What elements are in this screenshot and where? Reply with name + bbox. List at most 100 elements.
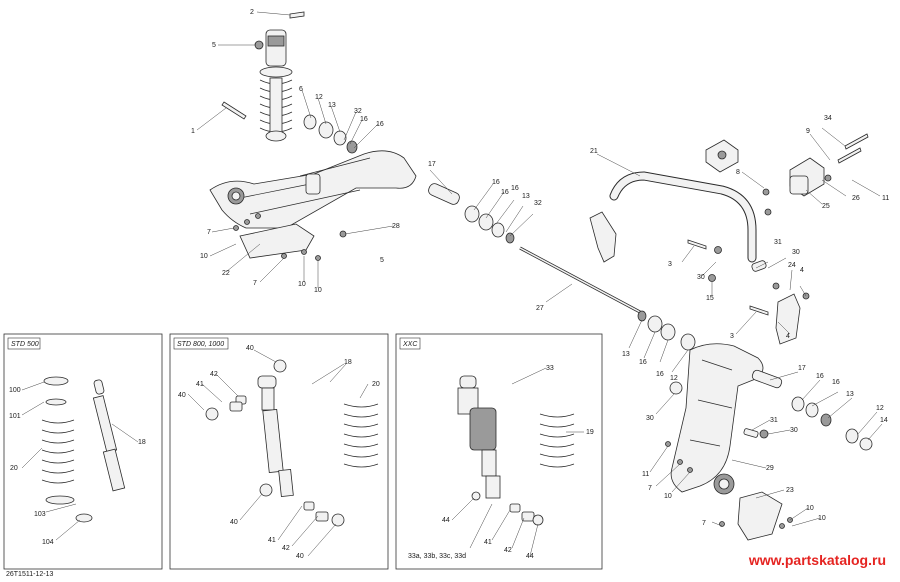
callout-40: 40 [246, 345, 254, 352]
callout-3: 3 [668, 261, 672, 268]
callout-31: 31 [770, 417, 778, 424]
callout-33: 33 [546, 365, 554, 372]
std800-bushings [205, 359, 345, 527]
callout-18: 18 [138, 439, 146, 446]
callout-5: 5 [380, 257, 384, 264]
callout-40: 40 [230, 519, 238, 526]
callout-22: 22 [222, 270, 230, 277]
callout-24: 24 [788, 262, 796, 269]
right-a-arm [670, 343, 764, 495]
callout-30: 30 [792, 249, 800, 256]
callout-10: 10 [818, 515, 826, 522]
callout-42: 42 [282, 545, 290, 552]
callout-12: 12 [876, 405, 884, 412]
callout-16: 16 [492, 179, 500, 186]
callout-32: 32 [354, 108, 362, 115]
detail-box-std800 [169, 333, 389, 570]
detail-box-std500 [3, 333, 163, 570]
callout-10: 10 [664, 493, 672, 500]
callout-16: 16 [501, 189, 509, 196]
callout-40: 40 [178, 392, 186, 399]
callout-28: 28 [392, 223, 400, 230]
detail-box-xxc [395, 333, 603, 570]
callout-16: 16 [639, 359, 647, 366]
callout-13: 13 [846, 391, 854, 398]
skid-plate-left [239, 223, 315, 259]
callout-30: 30 [790, 427, 798, 434]
callout-41: 41 [196, 381, 204, 388]
callout-8: 8 [736, 169, 740, 176]
callout-41: 41 [484, 539, 492, 546]
skid-plate-right [737, 491, 783, 541]
callout-103: 103 [34, 511, 46, 518]
callout-41: 41 [268, 537, 276, 544]
callout-42: 42 [210, 371, 218, 378]
box-title-std500: STD 500 [7, 337, 41, 350]
callout-16: 16 [816, 373, 824, 380]
lower-shock-bolt [221, 101, 247, 120]
callout-10: 10 [200, 253, 208, 260]
box-title-std800: STD 800, 1000 [173, 337, 229, 350]
callout-19: 19 [586, 429, 594, 436]
callout-32: 32 [534, 200, 542, 207]
std800-spring [343, 403, 379, 468]
figure-code: 26T1511-12-13 [6, 571, 54, 578]
callout-10: 10 [806, 505, 814, 512]
callout-16: 16 [511, 185, 519, 192]
link-bolt [749, 305, 769, 316]
callout-5: 5 [212, 42, 216, 49]
main-shock-absorber [259, 29, 293, 142]
std500-shock [92, 379, 126, 492]
svg-text:STD 800, 1000: STD 800, 1000 [177, 341, 224, 348]
callout-14: 14 [880, 417, 888, 424]
callout-27: 27 [536, 305, 544, 312]
callout-17: 17 [428, 161, 436, 168]
callout-25: 25 [822, 203, 830, 210]
xxc-spring [539, 413, 575, 468]
callout-labels: 2 5 1 6 12 13 32 16 16 17 28 7 10 22 7 1… [9, 9, 889, 560]
callout-9: 9 [806, 128, 810, 135]
callout-20: 20 [10, 465, 18, 472]
callout-13: 13 [622, 351, 630, 358]
callout-16: 16 [656, 371, 664, 378]
callout-13: 13 [522, 193, 530, 200]
callout-12: 12 [315, 94, 323, 101]
callout-11: 11 [642, 471, 649, 478]
callout-44: 44 [442, 517, 450, 524]
callout-30: 30 [697, 274, 705, 281]
shock-bolt [289, 11, 305, 19]
callout-12: 12 [670, 375, 678, 382]
callout-34: 34 [824, 115, 832, 122]
xxc-bushings [471, 491, 544, 526]
watermark: www.partskatalog.ru [748, 552, 886, 568]
callout-20: 20 [372, 381, 380, 388]
callout-16: 16 [360, 116, 368, 123]
callout-23: 23 [786, 487, 794, 494]
callout-10: 10 [314, 287, 322, 294]
xxc-shock [457, 375, 501, 499]
callout-7: 7 [253, 280, 257, 287]
callout-18: 18 [344, 359, 352, 366]
callout-17: 17 [798, 365, 806, 372]
callout-100: 100 [9, 387, 21, 394]
left-a-arm [209, 150, 417, 229]
svg-text:XXC: XXC [402, 341, 418, 348]
bar-link-bracket [589, 211, 617, 263]
bar-mount-block [705, 139, 825, 197]
callout-7: 7 [207, 229, 211, 236]
callout-21: 21 [590, 148, 598, 155]
std800-shock [257, 375, 294, 497]
callout-26: 26 [852, 195, 860, 202]
callout-33-variants: 33a, 33b, 33c, 33d [408, 553, 466, 560]
callout-31: 31 [774, 239, 782, 246]
callout-3: 3 [730, 333, 734, 340]
callout-44: 44 [526, 553, 534, 560]
callout-1: 1 [191, 128, 195, 135]
callout-11: 11 [882, 195, 889, 202]
center-bushing-stack [428, 183, 515, 244]
callout-7: 7 [648, 485, 652, 492]
callout-2: 2 [250, 9, 254, 16]
callout-42: 42 [504, 547, 512, 554]
box-title-xxc: XXC [399, 337, 421, 350]
shock-nut [254, 40, 264, 50]
